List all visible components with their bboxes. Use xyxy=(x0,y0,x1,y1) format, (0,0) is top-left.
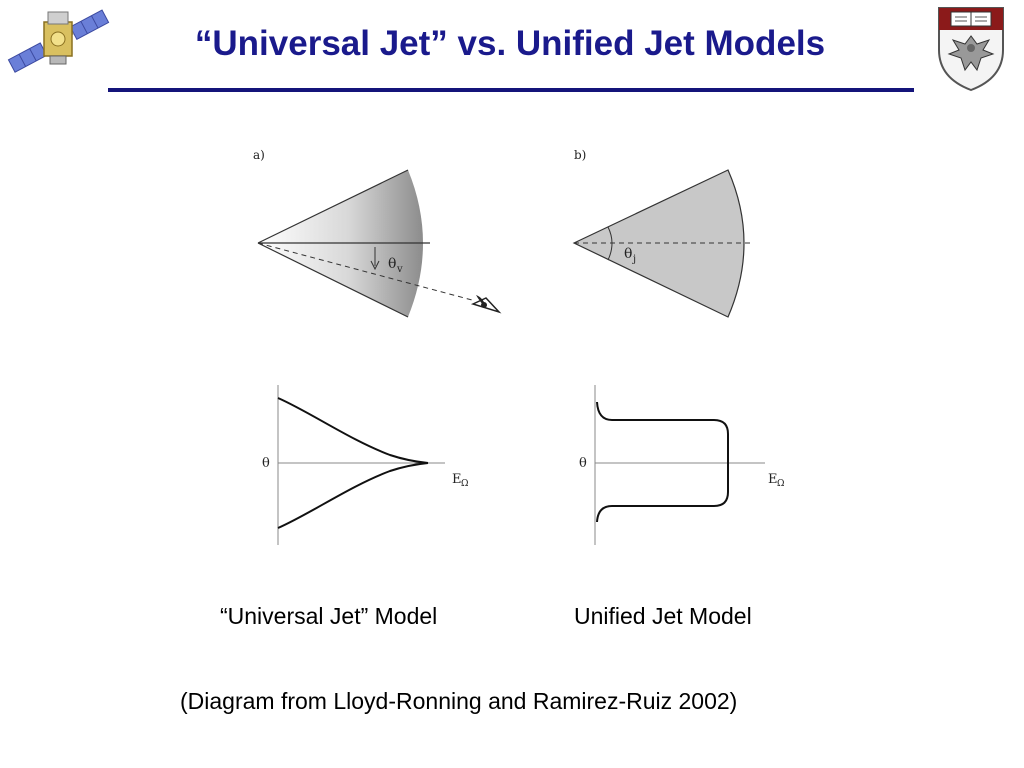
graph-a-x-label: E xyxy=(452,472,462,487)
theta-j-symbol: θ xyxy=(624,246,632,262)
title-underline xyxy=(108,88,914,92)
universal-jet-energy-graph xyxy=(277,385,445,545)
graph-a-x-subscript: Ω xyxy=(461,479,468,489)
unified-jet-energy-graph xyxy=(594,385,765,545)
unified-jet-cone xyxy=(572,169,750,318)
theta-v-subscript: v xyxy=(396,264,403,275)
theta-j-subscript: j xyxy=(632,254,636,265)
unified-jet-caption: Unified Jet Model xyxy=(574,603,752,629)
diagram-credit: (Diagram from Lloyd-Ronning and Ramirez-… xyxy=(180,688,738,714)
universal-jet-caption: “Universal Jet” Model xyxy=(220,603,438,629)
graph-b-y-label: θ xyxy=(579,456,587,471)
graph-a-y-label: θ xyxy=(262,456,270,471)
graph-b-x-label: E xyxy=(768,472,778,487)
slide-title: “Universal Jet” vs. Unified Jet Models xyxy=(194,24,826,63)
panel-b-label: b) xyxy=(574,148,586,162)
jet-model-diagram: a) θ v b) θ j θ E Ω θ E Ω xyxy=(253,148,784,545)
university-crest-icon xyxy=(938,7,1004,92)
theta-v-symbol: θ xyxy=(388,256,396,272)
graph-b-x-subscript: Ω xyxy=(777,479,784,489)
satellite-icon xyxy=(7,9,110,73)
universal-jet-cone xyxy=(257,169,473,318)
panel-a-label: a) xyxy=(253,148,265,162)
eye-icon xyxy=(470,295,502,314)
